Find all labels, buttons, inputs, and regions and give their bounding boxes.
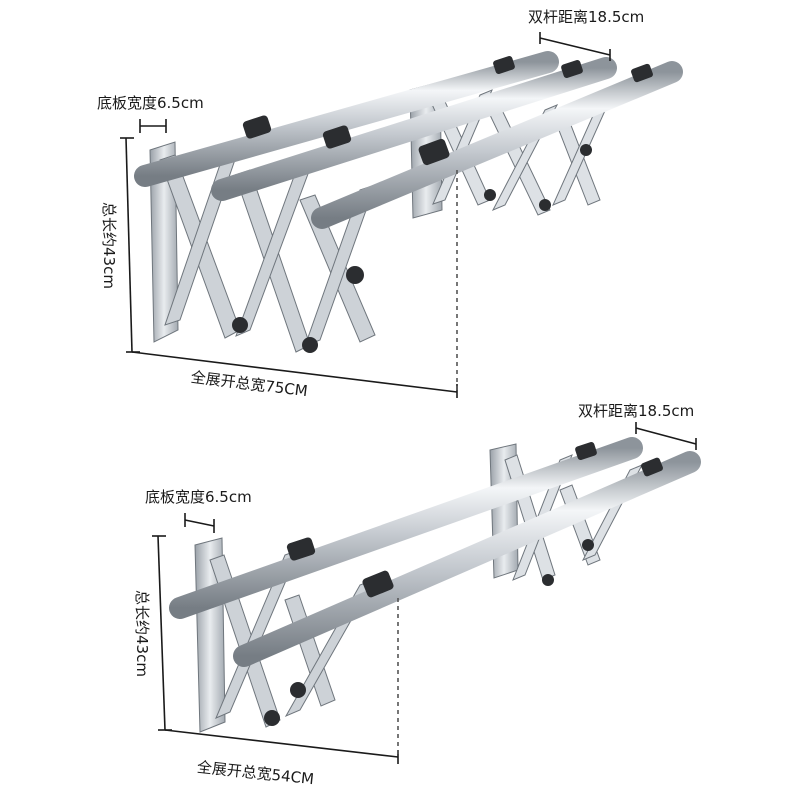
bar-2 [233,451,701,667]
length-label: 总长约43cm [133,590,151,677]
total-width-dimension [131,351,458,393]
wall-plate [149,141,179,343]
total-width-dimension [164,729,399,758]
bar-holders [242,56,653,166]
bar-3 [311,61,683,229]
rack-two-bar [169,437,701,733]
joint-caps [232,144,592,353]
plate-width-label: 底板宽度6.5cm [145,488,252,506]
plate-width-label: 底板宽度6.5cm [97,94,204,112]
dimension-lines [120,32,697,764]
length-dimension [157,535,166,731]
bar-holders [286,442,663,598]
hanging-bars [169,437,701,667]
pole-gap-label: 双杆距离18.5cm [528,8,645,26]
bar-2 [211,57,617,201]
plate-width-dimension [184,519,215,527]
length-label: 总长约43cm [100,202,118,289]
length-dimension [125,137,133,353]
pole-gap-dimension [539,37,611,56]
joint-caps [264,539,594,726]
pole-gap-dimension [635,427,697,445]
pole-gap-label: 双杆距离18.5cm [578,402,695,420]
rack-three-bar [134,51,683,353]
bar-1 [169,437,643,619]
hanging-bars [134,51,683,229]
bar-1 [134,51,559,187]
